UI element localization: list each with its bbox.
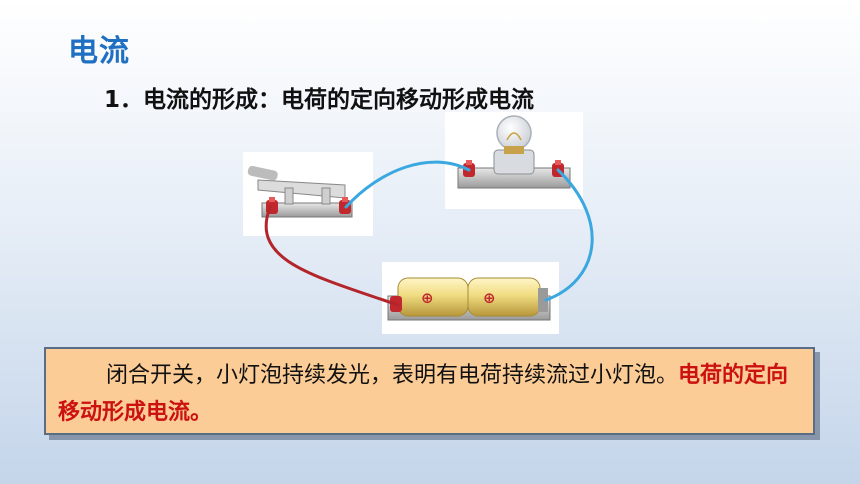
blue-wire-right — [544, 168, 594, 302]
note-box: 闭合开关，小灯泡持续发光，表明有电荷持续流过小灯泡。电荷的定向移动形成电流。 — [44, 347, 815, 435]
battery-holder — [387, 277, 551, 321]
blue-wire-top — [344, 160, 471, 209]
light-bulb — [457, 115, 571, 189]
section-text: 电流的形成：电荷的定向移动形成电流 — [143, 87, 535, 113]
battery-plus-symbol-2: ⊕ — [483, 289, 496, 307]
section-heading: 1．电流的形成：电荷的定向移动形成电流 — [104, 80, 534, 114]
battery-plus-symbol-1: ⊕ — [421, 289, 434, 307]
note-text: 闭合开关，小灯泡持续发光，表明有电荷持续流过小灯泡。 — [106, 363, 679, 388]
red-wire — [264, 205, 400, 307]
note-highlight: 电荷的定向移动形成电流。 — [58, 363, 789, 425]
section-number: 1． — [104, 87, 144, 113]
page-title: 电流 — [68, 34, 130, 69]
